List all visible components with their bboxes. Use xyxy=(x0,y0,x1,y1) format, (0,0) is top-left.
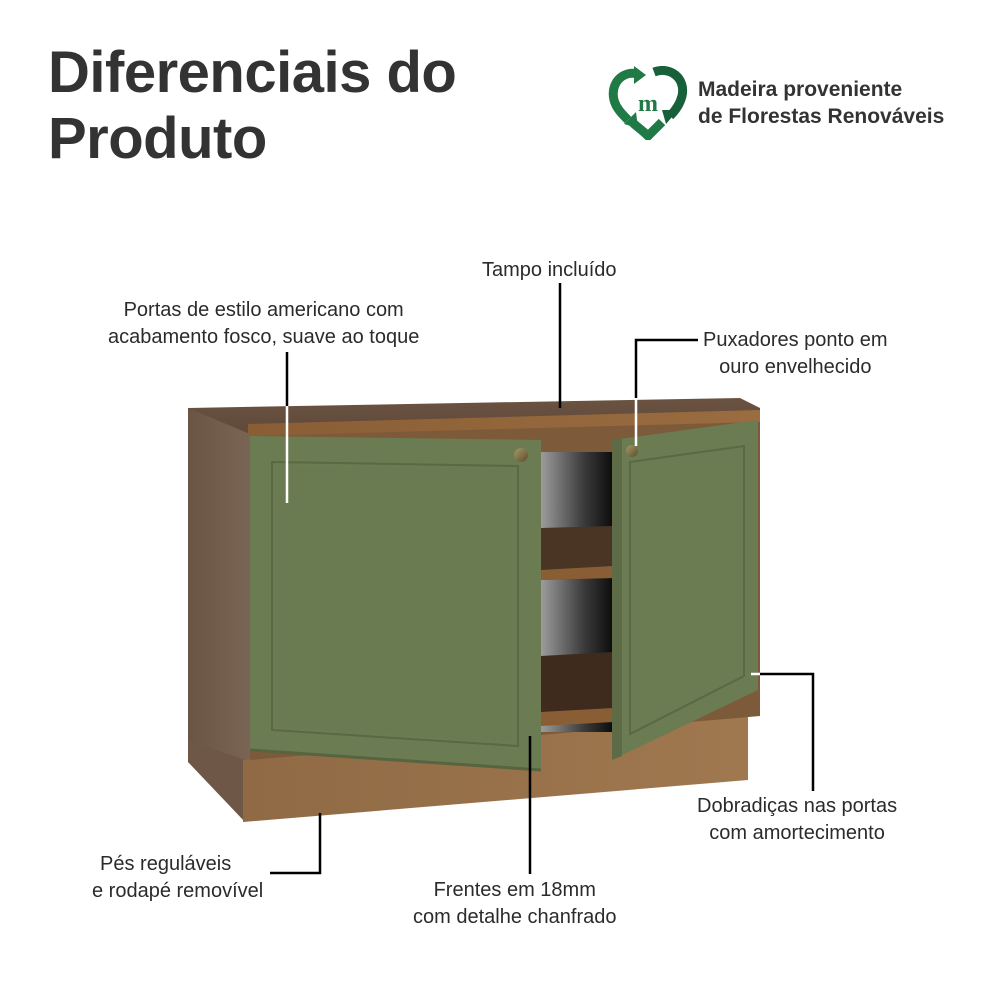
door-knob-left xyxy=(514,448,528,462)
callout-puxadores-line2: ouro envelhecido xyxy=(719,356,872,378)
callout-frentes-line1: Frentes em 18mm xyxy=(433,879,596,901)
badge-text: Madeira proveniente de Florestas Renováv… xyxy=(698,76,944,130)
callout-frentes-line2: com detalhe chanfrado xyxy=(413,906,617,928)
callout-dobradicas: Dobradiças nas portas com amortecimento xyxy=(697,793,897,847)
countertop xyxy=(188,398,760,438)
callout-tampo-text: Tampo incluído xyxy=(482,259,617,281)
side-panel xyxy=(188,408,250,800)
callout-tampo: Tampo incluído xyxy=(482,257,617,284)
page-title-line2: Produto xyxy=(48,106,267,171)
sustainability-badge: m Madeira proveniente de Florestas Renov… xyxy=(608,66,944,140)
callout-frentes: Frentes em 18mm com detalhe chanfrado xyxy=(413,877,616,931)
right-door[interactable] xyxy=(612,420,758,760)
left-door[interactable] xyxy=(249,436,542,772)
badge-line2: de Florestas Renováveis xyxy=(698,105,945,128)
callout-portas-line1: Portas de estilo americano com xyxy=(123,299,404,321)
callout-pes-line1: Pés reguláveis xyxy=(100,853,232,875)
callout-portas: Portas de estilo americano com acabament… xyxy=(108,297,419,351)
callout-puxadores-line1: Puxadores ponto em xyxy=(703,329,888,351)
callout-pes: Pés reguláveis e rodapé removível xyxy=(92,851,263,905)
callout-lines xyxy=(270,283,815,875)
cabinet-interior xyxy=(541,452,613,732)
callout-dobradicas-line2: com amortecimento xyxy=(709,822,885,844)
callout-portas-line2: acabamento fosco, suave ao toque xyxy=(108,326,420,348)
page-title-line1: Diferenciais do xyxy=(48,40,457,105)
callout-pes-line2: e rodapé removível xyxy=(92,880,264,902)
page-title: Diferenciais do Produto xyxy=(48,40,457,172)
door-knob-right xyxy=(626,445,638,457)
badge-line1: Madeira proveniente xyxy=(698,78,903,101)
callout-dobradicas-line1: Dobradiças nas portas xyxy=(697,795,898,817)
callout-puxadores: Puxadores ponto em ouro envelhecido xyxy=(703,327,888,381)
recycle-m-heart-icon: m xyxy=(608,66,688,140)
svg-text:m: m xyxy=(638,91,658,117)
